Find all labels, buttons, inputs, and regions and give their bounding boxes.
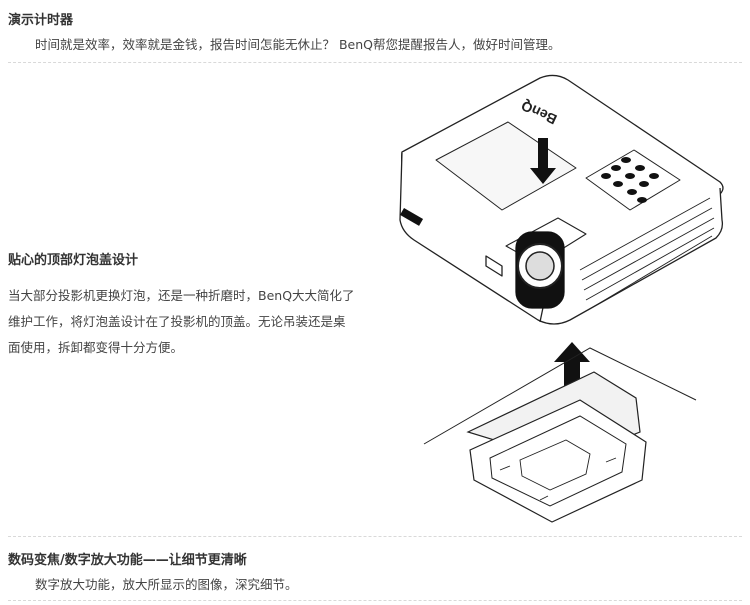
- lamp-cover-line: 当大部分投影机更换灯泡，还是一种折磨时，BenQ大大简化了: [8, 288, 355, 303]
- section-text-timer: 时间就是效率，效率就是金钱，报告时间怎能无休止？ BenQ帮您提醒报告人，做好时…: [35, 37, 561, 52]
- lamp-cover-icon: [423, 347, 697, 523]
- section-title-zoom: 数码变焦/数字放大功能——让细节更清晰: [8, 553, 247, 568]
- section-text-lamp-cover: 当大部分投影机更换灯泡，还是一种折磨时，BenQ大大简化了 维护工作，将灯泡盖设…: [8, 283, 393, 361]
- brand-badge-icon: [400, 208, 424, 226]
- projector-illustration: BenQ: [390, 70, 750, 530]
- divider-bottom: [8, 600, 742, 601]
- section-title-timer: 演示计时器: [8, 13, 74, 28]
- keypad-buttons-icon: [601, 157, 659, 203]
- lamp-cover-line: 维护工作，将灯泡盖设计在了投影机的顶盖。无论吊装还是桌: [8, 314, 346, 329]
- section-title-lamp-cover: 贴心的顶部灯泡盖设计: [8, 253, 139, 268]
- projector-icon: BenQ: [399, 74, 724, 523]
- lamp-cover-line: 面使用，拆卸都变得十分方便。: [8, 340, 184, 355]
- divider-middle: [8, 536, 742, 537]
- section-text-zoom: 数字放大功能，放大所显示的图像，深究细节。: [35, 577, 298, 592]
- divider-top: [8, 62, 742, 63]
- down-arrow-icon: [530, 138, 556, 184]
